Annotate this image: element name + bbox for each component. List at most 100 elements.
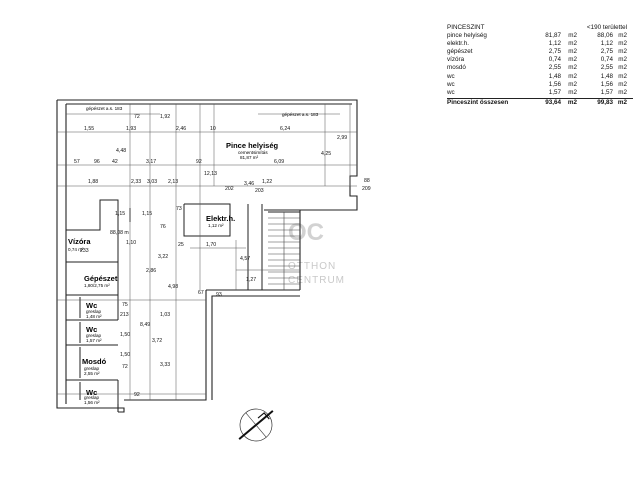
room-wc3-area: 1,56 m² (84, 400, 100, 405)
area-table-header: PINCESZINT (447, 24, 633, 32)
dim-label: 76 (160, 224, 166, 230)
dim-label: 2,86 (146, 268, 156, 274)
area-cell-name: wc (447, 88, 455, 96)
area-cell-v1: 0,74 (548, 56, 561, 64)
dim-label: 6,24 (280, 126, 290, 132)
dim-label: 209 (362, 186, 371, 192)
dim-label: 1,55 (84, 126, 94, 132)
dim-label: 88,08 m (110, 230, 129, 236)
dim-label: 1,70 (206, 242, 216, 248)
interior-walls (66, 199, 300, 404)
dim-label: 57 (74, 159, 80, 165)
dim-label: 1,15 (115, 211, 125, 217)
area-cell-u2: m2 (618, 32, 627, 40)
area-cell-v1: 81,87 (545, 32, 561, 40)
area-cell-name: mosdó (447, 64, 466, 72)
dim-label: 72 (134, 114, 140, 120)
area-cell-v2: 2,55 (600, 64, 613, 72)
area-cell-u1: m2 (568, 56, 577, 64)
dim-label: 6,09 (274, 159, 284, 165)
dim-label: 73 (176, 206, 182, 212)
dim-label: 2,99 (337, 135, 347, 141)
dim-label: 8,49 (140, 322, 150, 328)
dim-label: 4,57 (240, 256, 250, 262)
area-cell-u1: m2 (568, 80, 577, 88)
room-elektr-area: 1,12 m² (208, 223, 224, 228)
area-cell-u1: m2 (568, 88, 577, 96)
dimension-lines (57, 104, 357, 400)
north-arrow-icon (238, 408, 274, 442)
total-v1: 93,64 (545, 98, 561, 106)
room-pince-name: Pince helyiség (226, 141, 279, 150)
area-cell-v2: 1,56 (600, 80, 613, 88)
dim-label: 3,46 (244, 181, 254, 187)
room-pince-area: 81,87 m² (240, 155, 259, 160)
area-cell-v1: 2,55 (548, 64, 561, 72)
total-u2: m2 (617, 98, 627, 106)
dim-label: 96 (94, 159, 100, 165)
dim-label: 92 (196, 159, 202, 165)
area-cell-u1: m2 (568, 64, 577, 72)
area-cell-u2: m2 (618, 80, 627, 88)
dim-label: 1,88 (88, 179, 98, 185)
area-cell-u2: m2 (618, 40, 627, 48)
room-wc3-floor: greslap (84, 395, 100, 400)
dim-label: 2,33 (131, 179, 141, 185)
room-wc2-floor: greslap (86, 333, 102, 338)
right-header: <190 területtel (586, 24, 627, 31)
area-cell-v2: 0,74 (600, 56, 613, 64)
section-title: PINCESZINT (447, 24, 485, 31)
watermark-logo-text: OC (288, 219, 324, 246)
dim-label: 67 (198, 290, 204, 296)
room-mosdo-floor: greslap (84, 366, 100, 371)
area-cell-v1: 1,48 (548, 72, 561, 80)
room-elektr-name: Elektr.h. (206, 214, 235, 223)
dim-label: 1,10 (126, 240, 136, 246)
dim-label: 213 (120, 312, 129, 318)
dim-label: 3,22 (158, 254, 168, 260)
area-cell-u2: m2 (618, 64, 627, 72)
dim-label: 25 (178, 242, 184, 248)
outer-walls (56, 99, 358, 413)
area-cell-u1: m2 (568, 72, 577, 80)
room-wc3-name: Wc (86, 388, 97, 397)
area-cell-u2: m2 (618, 56, 627, 64)
dim-label: 3,17 (146, 159, 156, 165)
room-wc2-name: Wc (86, 325, 97, 334)
area-cell-v2: 1,12 (600, 40, 613, 48)
area-cell-name: wc (447, 72, 455, 80)
dim-label: 12,13 (204, 171, 217, 177)
dim-label: 2,46 (176, 126, 186, 132)
room-vizora-name: Vízóra (68, 237, 91, 246)
area-cell-u2: m2 (618, 88, 627, 96)
note-gepeszet-1: gépészet a.s. 183 (86, 106, 123, 111)
dim-label: 1,15 (142, 211, 152, 217)
room-wc1-area: 1,48 m² (86, 314, 102, 319)
watermark-logo: OC OTTHON CENTRUM (288, 219, 344, 286)
room-gepeszet-area: 1,80/2,75 m² (84, 283, 110, 288)
dim-label: 4,48 (116, 148, 126, 154)
area-cell-v2: 2,75 (600, 48, 613, 56)
room-vizora-area: 0,74 m² (68, 247, 84, 252)
dim-label: 1,03 (160, 312, 170, 318)
room-wc1-floor: greslap (86, 309, 102, 314)
area-cell-v2: 1,48 (600, 72, 613, 80)
area-cell-v2: 1,57 (600, 88, 613, 96)
dim-label: 42 (112, 159, 118, 165)
dim-label: 88 (364, 178, 370, 184)
dimension-labels: 1,55 1,93 2,46 10 6,24 72 1,92 57 96 42 … (74, 114, 371, 398)
watermark-line1: OTTHON (288, 261, 336, 272)
dim-label: 75 (122, 302, 128, 308)
total-v2: 99,83 (597, 98, 613, 106)
area-cell-name: elektr.h. (447, 40, 470, 48)
dim-label: 1,93 (126, 126, 136, 132)
dim-label: 93 (216, 292, 222, 298)
dim-label: 3,03 (147, 179, 157, 185)
area-cell-v1: 1,56 (548, 80, 561, 88)
